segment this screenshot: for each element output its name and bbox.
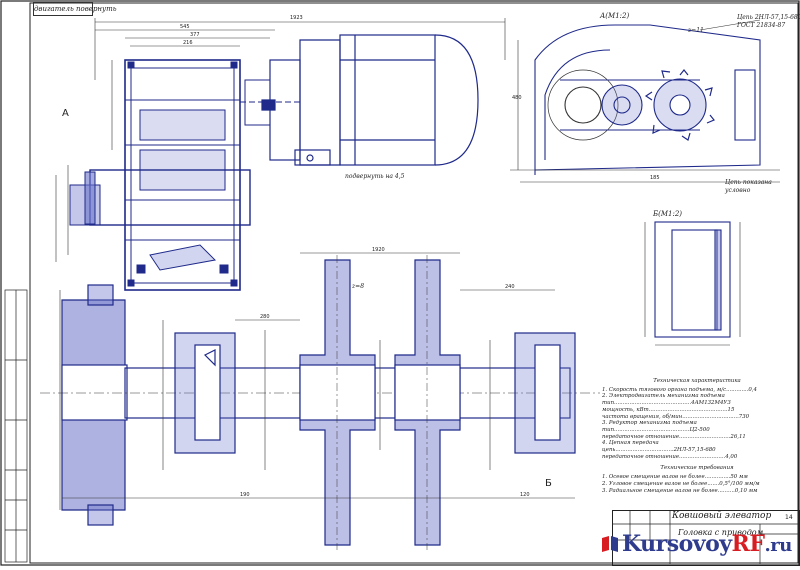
dimension-label: 190	[240, 492, 250, 498]
dimension-lines-shaft	[59, 252, 575, 510]
shaft-assembly	[40, 255, 600, 550]
dimension-label: 280	[260, 314, 270, 320]
dimension-label: 240	[505, 284, 515, 290]
logo-text-ru: .ru	[764, 535, 792, 556]
view-b-label: Б(М1:2)	[653, 210, 683, 218]
top-stamp: двигатель повернуть	[33, 2, 117, 16]
tech-requirement-row: 3. Радиальное смещение валов не более...…	[602, 487, 758, 494]
dimension-label: 120	[520, 492, 530, 498]
bolt-note: подвернуть на 4,5	[345, 173, 405, 180]
specs-row: передаточное отношение..................…	[602, 433, 746, 440]
specs-row: тип.....................................…	[602, 426, 710, 433]
specs-row: частота вращения, об/мин................…	[602, 413, 750, 420]
gearbox-top-view	[69, 59, 300, 291]
dimension-label: 377	[190, 32, 200, 38]
title-block-lines	[612, 510, 798, 564]
sprocket-teeth-label: z=11	[688, 27, 704, 34]
sheet-number: 14	[785, 514, 793, 521]
dimension-label: 185	[650, 175, 660, 181]
side-stamp	[4, 289, 28, 563]
logo-text-kursovoy: Kursovoy	[622, 531, 732, 557]
chain-note: Цепь 2НЛ-57,15-680 ГОСТ 21834-87	[737, 14, 800, 29]
specs-row: 2. Электродвигатель механизма подъема	[602, 393, 725, 400]
elevator-side-view	[510, 19, 780, 183]
motor	[261, 34, 479, 166]
specs-row: тип.....................................…	[602, 400, 731, 407]
specs-row: 3. Редуктор механизма подъема	[602, 420, 697, 427]
tech-requirements-title: Технические требования	[660, 465, 734, 472]
dimension-lines-top	[55, 18, 506, 262]
specs-row: 1. Скорость тягового органа подъема, м/с…	[602, 386, 757, 393]
specs-row: передаточное отношение..................…	[602, 453, 738, 460]
dimension-label: 216	[183, 40, 193, 46]
sprocket-teeth-label: z=8	[352, 283, 365, 290]
view-b-marker: Б	[545, 478, 552, 489]
dimension-label: 545	[180, 24, 190, 30]
specs-row: мощность, кВт...........................…	[602, 406, 735, 413]
chain-condition-note: Цепь показана условно	[725, 179, 772, 194]
view-b-section	[644, 221, 741, 346]
dimension-label: 480	[512, 95, 522, 101]
site-logo: KursovoyRF.ru	[600, 531, 792, 557]
dimension-label: 1920	[372, 247, 385, 253]
drawing-subtitle: Головка с приводом	[678, 528, 764, 537]
tech-requirement-row: 2. Угловое смещение валов не более......…	[602, 480, 760, 487]
inner-frame	[29, 2, 799, 564]
specs-row: цепь..................................2Н…	[602, 447, 716, 454]
logo-book-icon	[602, 536, 618, 552]
drawing-title: Ковшовый элеватор	[672, 511, 772, 521]
tech-requirement-row: 1. Осевое смещение валов не более.......…	[602, 474, 748, 481]
logo-text-rf: RF	[731, 531, 765, 557]
technical-specs: Техническая характеристика 1. Скорость т…	[602, 378, 792, 494]
view-a-label: А(М1:2)	[600, 12, 630, 20]
dimension-label: 1923	[290, 15, 303, 21]
specs-row: 4. Цепная передача	[602, 440, 659, 447]
view-a-marker: А	[62, 108, 69, 119]
specs-title: Техническая характеристика	[653, 378, 741, 384]
